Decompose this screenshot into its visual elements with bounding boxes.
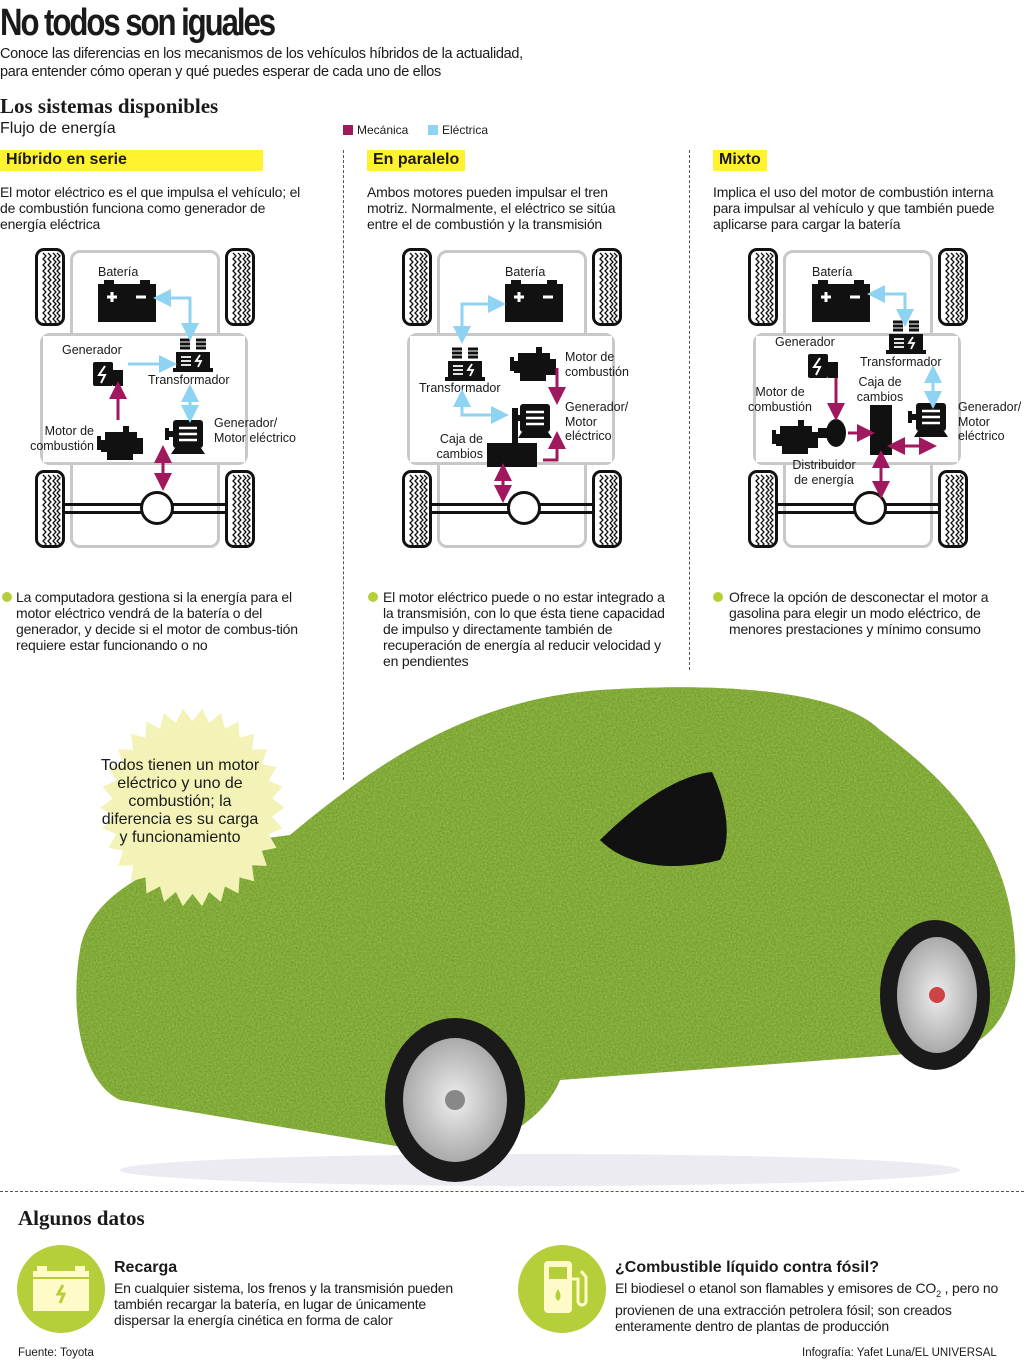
wheel-icon	[402, 470, 432, 548]
chassis-frame	[753, 333, 961, 465]
fact-title: ¿Combustible líquido contra fósil?	[615, 1259, 879, 1276]
subtitle-line: para entender cómo operan y qué puedes e…	[0, 64, 442, 80]
label-generator: Generador	[775, 335, 835, 349]
system-header-serie: Híbrido en serie	[0, 150, 263, 171]
wheel-icon	[748, 470, 778, 548]
source-text: Fuente: Toyota	[18, 1347, 94, 1359]
label-distributor: Distribuidor de energía	[792, 458, 856, 487]
battery-icon	[810, 278, 872, 324]
transformer-icon	[171, 338, 215, 374]
page-title: No todos son iguales	[0, 2, 276, 44]
grass-car-image	[76, 687, 1016, 1186]
differential-icon	[140, 491, 174, 525]
system-note: Ofrece la opción de desconectar el motor…	[729, 589, 989, 637]
wheel-icon	[35, 248, 65, 326]
transformer-icon	[443, 347, 487, 383]
wheel-icon	[35, 470, 65, 548]
legend-label: Eléctrica	[442, 123, 489, 137]
mechanical-swatch	[343, 125, 353, 135]
chassis-frame	[40, 333, 248, 465]
electric-motor-icon	[163, 418, 207, 456]
gearbox-icon	[487, 443, 537, 467]
differential-icon	[507, 491, 541, 525]
battery-icon	[503, 278, 565, 324]
generator-icon	[807, 353, 839, 379]
label-generator: Generador	[62, 343, 122, 357]
car-window	[600, 772, 727, 866]
legend-mechanical: Mecánica	[343, 123, 408, 137]
label-battery: Batería	[812, 265, 853, 279]
system-description: El motor eléctrico es el que impulsa el …	[0, 184, 301, 232]
label-combustion: Motor de combustión	[565, 350, 629, 379]
label-motor: Generador/ Motor eléctrico	[214, 416, 296, 445]
fact-title: Recarga	[114, 1259, 178, 1276]
bullet-dot	[368, 592, 378, 602]
battery-icon	[96, 278, 158, 324]
wheel-icon	[748, 248, 778, 326]
front-wheel	[385, 1018, 525, 1182]
fact-body: El biodiesel o etanol son flamables y em…	[615, 1280, 999, 1334]
label-transformer: Transformador	[860, 355, 942, 369]
engine-icon	[97, 426, 143, 460]
flow-label: Flujo de energía	[0, 120, 116, 137]
bullet-dot	[713, 592, 723, 602]
system-description: Implica el uso del motor de combustión i…	[713, 184, 995, 232]
column-divider	[343, 150, 344, 780]
engine-icon	[772, 420, 818, 454]
legend-label: Mecánica	[357, 123, 409, 137]
fact-icon-circle	[17, 1245, 105, 1333]
wheel-icon	[225, 248, 255, 326]
facts-title: Algunos datos	[18, 1206, 145, 1230]
system-note: El motor eléctrico puede o no estar inte…	[383, 589, 665, 669]
fact-body: En cualquier sistema, los frenos y la tr…	[114, 1280, 453, 1328]
label-combustion: Motor de combustión	[30, 424, 94, 453]
electric-motor-icon	[906, 401, 950, 439]
credit-text: Infografía: Yafet Luna/EL UNIVERSAL	[802, 1347, 997, 1359]
wheel-icon	[592, 248, 622, 326]
label-battery: Batería	[505, 265, 546, 279]
power-split-icon	[826, 419, 846, 447]
label-battery: Batería	[98, 265, 139, 279]
callout-text: Todos tienen un motor eléctrico y uno de…	[100, 757, 260, 846]
gearbox-icon	[870, 405, 892, 455]
callout-starburst	[100, 708, 285, 907]
bullet-dot	[2, 592, 12, 602]
system-note: La computadora gestiona si la energía pa…	[16, 589, 298, 653]
label-gearbox: Caja de cambios	[436, 432, 483, 461]
label-transformer: Transformador	[148, 373, 230, 387]
legend-electric: Eléctrica	[428, 123, 488, 137]
wheel-icon	[938, 470, 968, 548]
generator-icon	[92, 361, 124, 387]
wheel-icon	[592, 470, 622, 548]
battery-icon	[33, 1266, 89, 1311]
wheel-icon	[402, 248, 432, 326]
label-motor: Generador/ Motor eléctrico	[958, 400, 1022, 443]
fuel-pump-icon	[544, 1261, 588, 1313]
column-divider	[689, 150, 690, 670]
transformer-icon	[884, 320, 928, 356]
label-combustion: Motor de combustión	[748, 385, 812, 414]
wheel-icon	[938, 248, 968, 326]
fact-icon-circle	[518, 1245, 606, 1333]
system-header-paralelo: En paralelo	[367, 150, 466, 171]
diagram-graphics	[92, 278, 950, 503]
system-description: Ambos motores pueden impulsar el tren mo…	[367, 184, 616, 232]
system-header-mixto: Mixto	[713, 150, 767, 171]
rear-wheel	[880, 920, 990, 1070]
engine-icon	[510, 347, 556, 381]
label-motor: Generador/ Motor eléctrico	[565, 400, 629, 443]
wheel-icon	[225, 470, 255, 548]
label-gearbox: Caja de cambios	[856, 375, 904, 404]
electric-swatch	[428, 125, 438, 135]
subtitle-line: Conoce las diferencias en los mecanismos…	[0, 46, 523, 62]
section-title: Los sistemas disponibles	[0, 94, 219, 118]
section-divider	[0, 1191, 1024, 1192]
